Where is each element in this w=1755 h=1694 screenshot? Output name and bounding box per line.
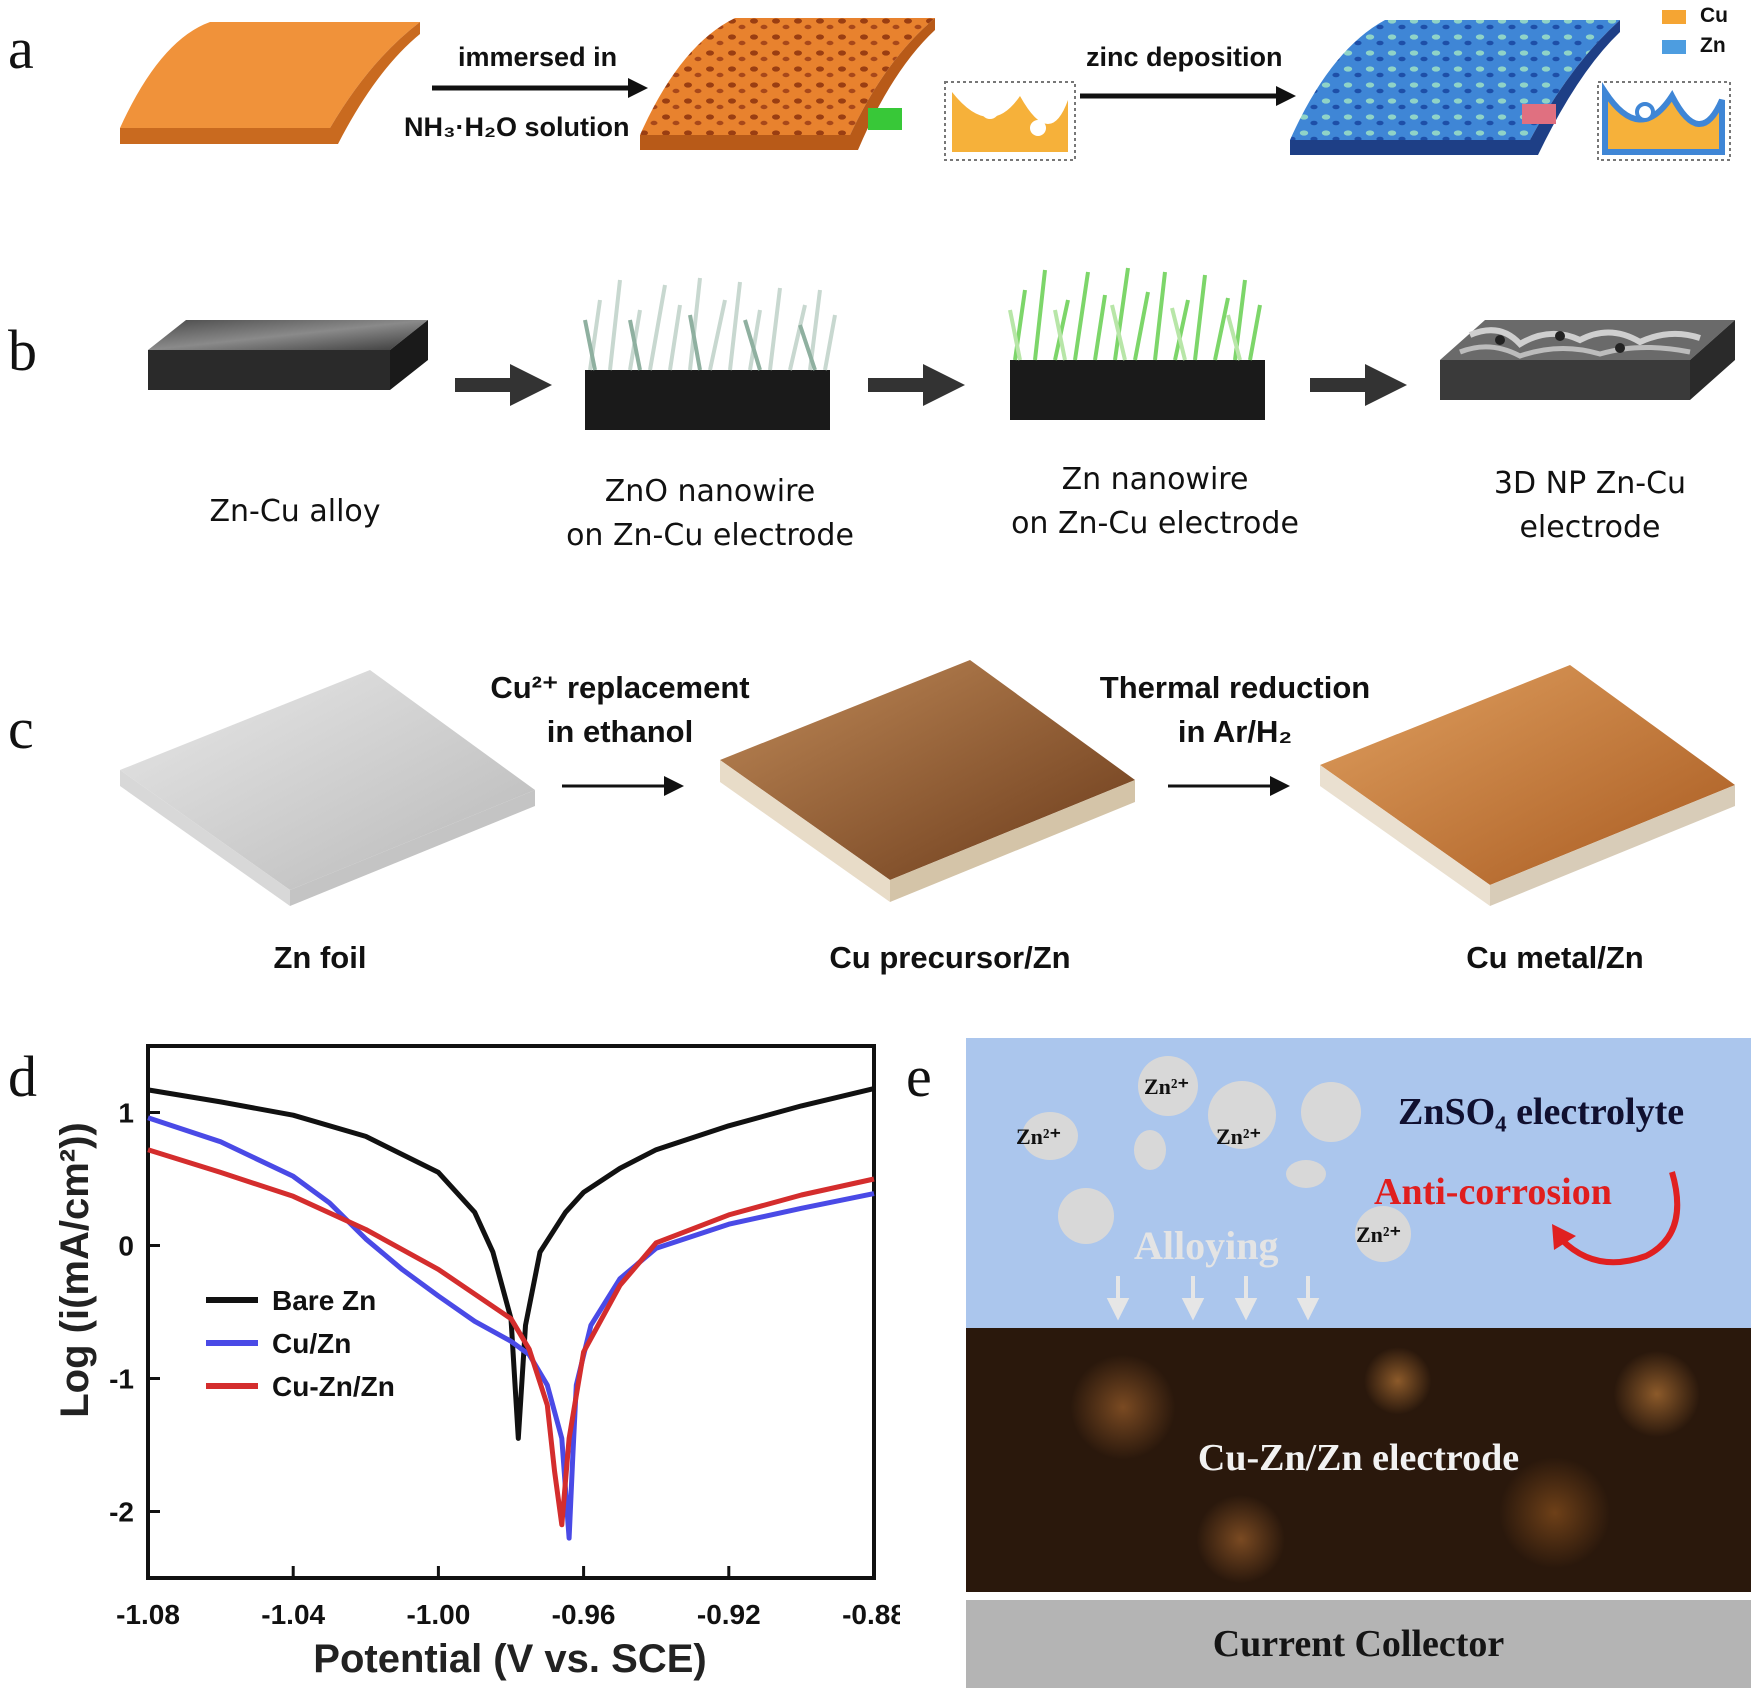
panel-c-label-3: Cu metal/Zn [1466,940,1644,975]
legend-label-0: Bare Zn [272,1285,376,1316]
y-tick-label: 1 [118,1098,134,1129]
panel-b-label-1: Zn-Cu alloy [209,494,381,529]
ion-bubbles [1022,1056,1681,1321]
zn-nanowire-block [1008,267,1265,420]
zn-foil [120,670,535,906]
legend-label-1: Cu/Zn [272,1328,351,1359]
panel-a-letter: a [8,16,34,81]
legend-zn-swatch [1662,40,1686,54]
panel-b-letter: b [8,318,37,383]
panel-a-step1-line1: immersed in [458,42,618,72]
zn-ion-label-2: Zn²⁺ [1016,1124,1062,1149]
legend-zn-label: Zn [1700,34,1726,57]
panel-b-label-4: 3D NP Zn-Cu electrode [1493,466,1687,545]
electrode-label: Cu-Zn/Zn electrode [1197,1437,1520,1479]
x-tick-label: -0.88 [842,1599,900,1630]
panel-c-label-2: Cu precursor/Zn [829,940,1071,975]
polarization-chart: -1.08 -1.04 -1.00 -0.96 -0.92 -0.88 1 0 -1 -2 Bar… [53,1044,900,1681]
panel-c-arrow2-line2: in Ar/H₂ [1177,714,1293,749]
zn-ion-label-4: Zn²⁺ [1356,1222,1402,1247]
x-tick-label: -1.08 [116,1599,180,1630]
chart-xlabel: Potential (V vs. SCE) [313,1637,706,1681]
zn-ion-label-3: Zn²⁺ [1216,1124,1262,1149]
zno-nanowire-block [583,277,837,430]
panel-c-arrow1-line2: in ethanol [546,714,694,749]
y-tick-label: -1 [109,1364,134,1395]
panel-b-diagram [148,267,1735,430]
panel-b-label-3: Zn nanowire on Zn-Cu electrode [1011,462,1299,541]
panel-e-letter: e [906,1044,932,1109]
legend-cu-label: Cu [1700,4,1728,27]
electrode-layer [966,1328,1751,1592]
porous-copper-sheet [640,18,935,135]
series-line-0 [147,1086,875,1441]
plot-frame [146,1044,876,1580]
x-tick-label: -0.96 [552,1599,616,1630]
legend-label-2: Cu-Zn/Zn [272,1371,395,1402]
panel-c-arrow1-line1: Cu²⁺ replacement [490,670,750,705]
x-tick-label: -1.04 [261,1599,325,1630]
copper-sheet [120,22,420,128]
y-tick-label: 0 [118,1231,134,1262]
y-tick-label: -2 [109,1497,134,1528]
panel-a-diagram [120,10,1731,161]
electrolyte-label: ZnSO₄ electrolyte [1398,1091,1685,1133]
panel-d-letter: d [8,1044,37,1109]
alloying-label: Alloying [1134,1223,1279,1268]
cu-precursor-foil [720,660,1135,902]
3d-np-block [1440,320,1735,400]
anticorrosion-label: Anti-corrosion [1374,1171,1612,1213]
x-tick-label: -1.00 [406,1599,470,1630]
current-collector-label: Current Collector [1212,1623,1505,1665]
zn-ion-label-1: Zn²⁺ [1144,1074,1190,1099]
zn-cu-alloy-block [148,320,428,350]
panel-c-arrow2-line1: Thermal reduction [1099,670,1371,705]
electrolyte-region [966,1038,1751,1328]
series-line-2 [147,1147,875,1528]
legend-cu-swatch [1662,10,1686,24]
current-collector [966,1600,1751,1688]
x-tick-label: -0.92 [697,1599,761,1630]
panel-c-label-1: Zn foil [273,940,367,975]
panel-a-step2: zinc deposition [1086,42,1283,72]
panel-b-label-2: ZnO nanowire on Zn-Cu electrode [566,474,854,553]
panel-c-letter: c [8,696,34,761]
cu-metal-foil [1320,665,1735,906]
panel-c-diagram [120,660,1735,906]
panel-a-step1-line2: NH₃·H₂O solution [404,112,630,142]
chart-ylabel: Log (i(mA/cm²)) [53,1122,97,1418]
